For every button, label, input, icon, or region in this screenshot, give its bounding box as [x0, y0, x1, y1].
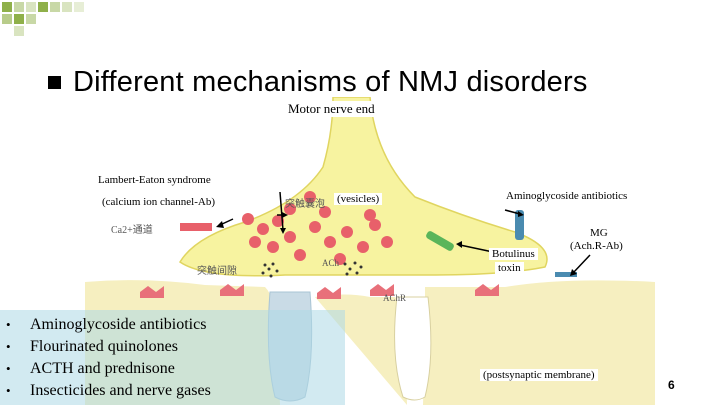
corner-decoration	[2, 2, 84, 36]
title-row: Different mechanisms of NMJ disorders	[48, 62, 588, 102]
achr-receptors	[140, 284, 499, 299]
page-number: 6	[668, 378, 675, 392]
bullet-item-1: • Aminoglycoside antibiotics	[6, 316, 206, 334]
calcium-channel	[180, 223, 212, 231]
postsynaptic-label: (postsynaptic membrane)	[480, 369, 598, 381]
bullet-dot-icon: •	[6, 339, 11, 354]
bullet-item-4: • Insecticides and nerve gases	[6, 382, 211, 400]
achr-label: AChR	[383, 293, 407, 303]
motor-nerve-end-label: Motor nerve end	[285, 101, 378, 117]
slide-title: Different mechanisms of NMJ disorders	[73, 65, 588, 98]
bullet-text: Insecticides and nerve gases	[30, 382, 211, 399]
vesicles-label: (vesicles)	[334, 193, 383, 205]
bullet-item-3: • ACTH and prednisone	[6, 360, 175, 378]
bullet-dot-icon: •	[6, 317, 11, 332]
bullet-text: Aminoglycoside antibiotics	[30, 316, 207, 333]
vesicles-cn-label: 突触囊泡	[285, 199, 325, 210]
nmj-diagram: Motor nerve end Lambert-Eaton syndrome (…	[85, 96, 655, 405]
bullet-dot-icon: •	[6, 361, 11, 376]
bullet-dot-icon: •	[6, 383, 11, 398]
mg-antibody-marker	[555, 272, 577, 277]
ca-channel-cn-label: Ca2+通道	[111, 225, 153, 236]
cleft-cn-label: 突触间隙	[197, 266, 237, 277]
lambert-eaton-label: Lambert-Eaton syndrome	[95, 174, 214, 186]
achr-ab-label: (Ach.R-Ab)	[567, 240, 626, 252]
toxin-label: toxin	[495, 262, 524, 274]
muscle-right-block	[425, 287, 655, 405]
bullet-text: Flourinated quinolones	[30, 338, 178, 355]
ach-dots	[261, 261, 363, 278]
nerve-terminal	[178, 96, 548, 277]
ach-label: ACh	[322, 258, 340, 268]
causes-bullet-list: • Aminoglycoside antibiotics • Flourinat…	[0, 310, 345, 405]
botulinus-label: Botulinus	[489, 248, 538, 260]
junctional-fold-2	[394, 296, 432, 401]
vesicles	[242, 191, 393, 265]
aminoglycoside-marker	[515, 210, 524, 240]
mg-label: MG	[587, 227, 611, 239]
botulinus-marker	[426, 231, 454, 251]
bullet-text: ACTH and prednisone	[30, 360, 175, 377]
bullet-item-2: • Flourinated quinolones	[6, 338, 178, 356]
calcium-channel-ab-label: (calcium ion channel-Ab)	[99, 196, 219, 208]
title-bullet-icon	[48, 75, 61, 89]
arrow-heads	[216, 211, 577, 276]
aminoglycoside-label: Aminoglycoside antibiotics	[503, 190, 631, 202]
